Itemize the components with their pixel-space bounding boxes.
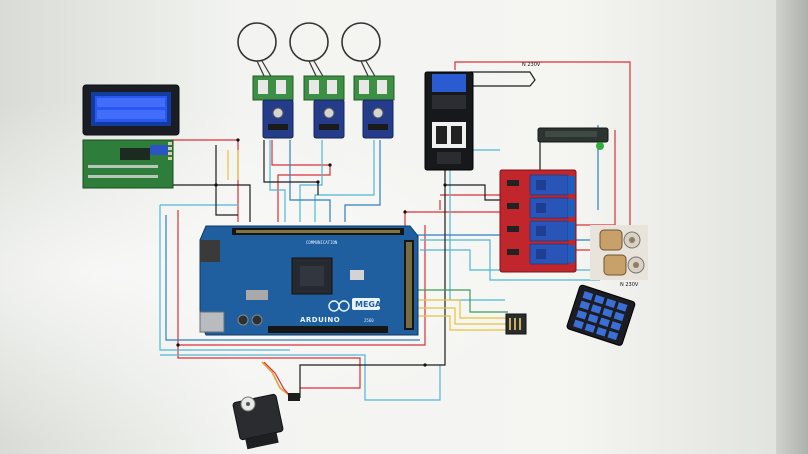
- wire-red-sensors: [271, 140, 331, 222]
- wire-red-servo: [177, 345, 361, 389]
- heater-element: [537, 127, 609, 150]
- lcd-char-grid: [97, 98, 165, 119]
- wire-black-3: [445, 140, 541, 201]
- board-model: MEGA: [355, 300, 382, 309]
- wire-black-1: [172, 145, 251, 222]
- membrane-keypad: [566, 284, 636, 346]
- wire-green-1: [412, 289, 508, 313]
- wire-cyan-2: [269, 140, 375, 222]
- wire-blue-1: [165, 140, 420, 341]
- wire-cyan-1: [159, 204, 290, 351]
- wire-yellow-2: [227, 150, 239, 180]
- wire-cyan-4: [160, 354, 441, 401]
- ac-dimmer-module: [424, 71, 474, 171]
- wire-mains-loop: [470, 71, 536, 87]
- arduino-infinity-logo: [328, 300, 350, 312]
- junctions: [176, 138, 447, 367]
- board-sub: 2560: [364, 318, 374, 323]
- gear-motor-pair: [590, 225, 648, 280]
- lcd-module-pins: [168, 142, 172, 160]
- arduino-mega-board: COMMUNICATION ARDUINO MEGA 2560: [199, 225, 419, 336]
- monitor-edge: [776, 0, 808, 454]
- lcd-i2c-module: [82, 139, 174, 189]
- mains-label-top: N 230V: [522, 62, 541, 68]
- board-brand: ARDUINO: [300, 316, 340, 324]
- pin-header-connector: [505, 313, 527, 335]
- servo-motor: [232, 361, 300, 450]
- mains-label-bottom: N 230V: [620, 282, 639, 288]
- wire-yellow-1: [412, 299, 508, 331]
- lcd-display-front: [82, 84, 180, 136]
- thermocouple-sensor-3: [341, 22, 395, 139]
- thermocouple-sensor-2: [289, 22, 345, 139]
- board-comm-label: COMMUNICATION: [306, 240, 338, 245]
- relay-module-4ch: [499, 169, 577, 273]
- thermocouple-sensor-1: [237, 22, 294, 139]
- wire-black-2: [263, 140, 446, 398]
